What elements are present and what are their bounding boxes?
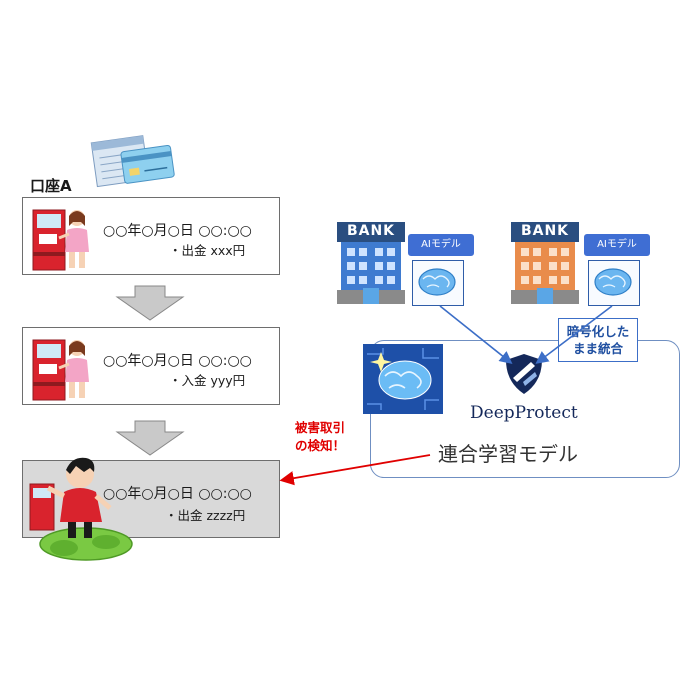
- deepprotect-brand: DeepProtect: [470, 403, 578, 423]
- transaction-detail: ・入金 yyy円: [169, 373, 246, 388]
- ai-model-tag: AIモデル: [584, 234, 650, 256]
- detection-line: の検知！: [294, 438, 345, 453]
- transaction-detail: ・出金 xxx円: [169, 243, 246, 258]
- transaction-date: ○○年○月○日 ○○:○○: [103, 486, 252, 502]
- transaction-box-2: ○○年○月○日 ○○:○○ ・入金 yyy円: [22, 327, 280, 405]
- fraud-detection-label: 被害取引 の検知！: [283, 419, 357, 455]
- bank-sign: BANK: [346, 223, 396, 239]
- transaction-detail: ・出金 zzzz円: [165, 508, 246, 523]
- callout-line: まま統合: [572, 341, 623, 356]
- atm-woman-icon: [29, 334, 95, 402]
- bank-building-icon: BANK: [511, 222, 579, 304]
- encrypted-merge-callout: 暗号化した まま統合: [558, 318, 638, 362]
- ai-model-tag: AIモデル: [408, 234, 474, 256]
- deepprotect-shield-icon: [503, 352, 545, 396]
- atm-woman-icon: [29, 204, 95, 272]
- down-arrow-icon: [115, 285, 185, 321]
- brain-icon: [412, 260, 464, 306]
- fraud-thief-icon: [24, 452, 134, 566]
- down-arrow-icon: [115, 420, 185, 456]
- bank-cards-illustration: [88, 126, 180, 190]
- bank-building-icon: BANK: [337, 222, 405, 304]
- transaction-date: ○○年○月○日 ○○:○○: [103, 353, 252, 369]
- transaction-box-1: ○○年○月○日 ○○:○○ ・出金 xxx円: [22, 197, 280, 275]
- transaction-date: ○○年○月○日 ○○:○○: [103, 223, 252, 239]
- callout-line: 暗号化した: [566, 324, 630, 339]
- federated-model-label: 連合学習モデル: [438, 442, 578, 466]
- detection-line: 被害取引: [294, 420, 345, 435]
- account-label: 口座A: [30, 177, 72, 195]
- ai-brain-circuit-icon: [363, 344, 443, 414]
- bank-sign: BANK: [520, 223, 570, 239]
- brain-icon: [588, 260, 640, 306]
